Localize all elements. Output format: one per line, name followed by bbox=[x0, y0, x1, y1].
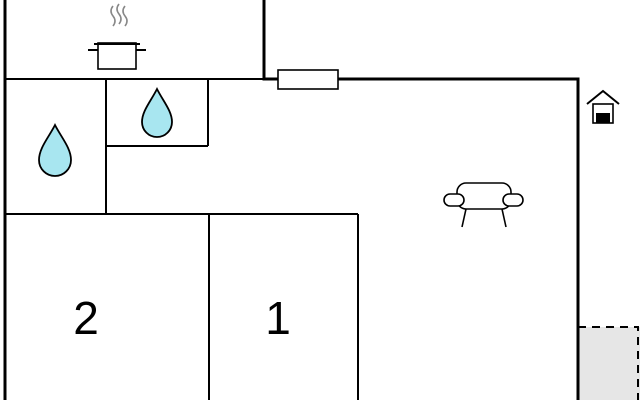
sofa-icon bbox=[443, 182, 524, 228]
window bbox=[277, 69, 339, 90]
water-drop-icon bbox=[141, 86, 173, 138]
cooking-pot-icon bbox=[88, 3, 146, 70]
house-entrance-icon bbox=[586, 89, 620, 124]
water-drop-icon bbox=[38, 122, 72, 177]
room-label-2: 2 bbox=[73, 292, 99, 344]
terrace bbox=[578, 326, 640, 400]
room-label-1: 1 bbox=[265, 292, 291, 344]
